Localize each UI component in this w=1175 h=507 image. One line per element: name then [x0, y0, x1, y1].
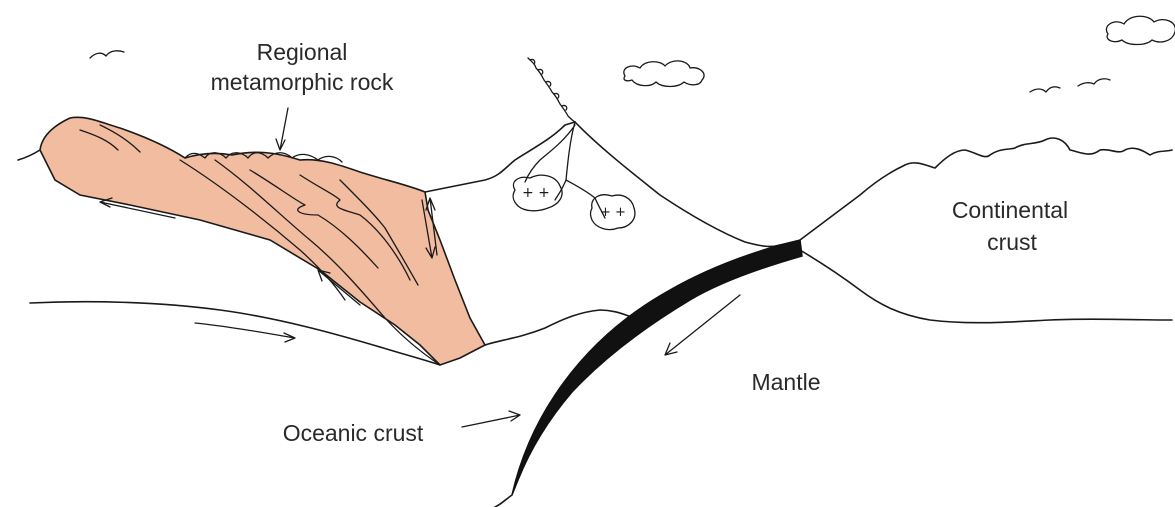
slab-lower-tail [495, 495, 512, 507]
pluton-1-plus: + + [522, 185, 550, 201]
label-continental-line1: Continental [952, 197, 1068, 223]
label-mantle: Mantle [751, 369, 820, 395]
conduit-left [525, 125, 575, 182]
label-regional-line2: metamorphic rock [211, 69, 394, 95]
oceanic-crust-slab [512, 240, 802, 495]
label-regional-line1: Regional [257, 39, 348, 65]
bird-right-2 [1078, 79, 1110, 86]
pluton-2-plus: + + [600, 205, 626, 220]
bird-right-1 [1030, 87, 1060, 92]
left-surface-stub [18, 150, 40, 160]
cloud-center [624, 61, 704, 87]
metamorphic-rock-body [40, 117, 485, 365]
eruption-plume [528, 58, 575, 122]
thrust-arrow-left [195, 323, 295, 342]
bird-left [90, 51, 124, 58]
cloud-right [1106, 16, 1175, 44]
conduit-main [555, 122, 575, 200]
oceanic-leader-arrow [462, 411, 520, 427]
volcano-right-flank [575, 122, 780, 246]
volcano-system: + + + + [513, 58, 635, 230]
crust-base-right [800, 250, 1172, 323]
label-continental-line2: crust [987, 229, 1037, 255]
surface-right-of-trench [800, 138, 1172, 240]
label-oceanic-crust: Oceanic crust [283, 420, 424, 446]
surface-left-of-volcano [425, 122, 575, 192]
regional-leader-arrow [276, 108, 288, 150]
